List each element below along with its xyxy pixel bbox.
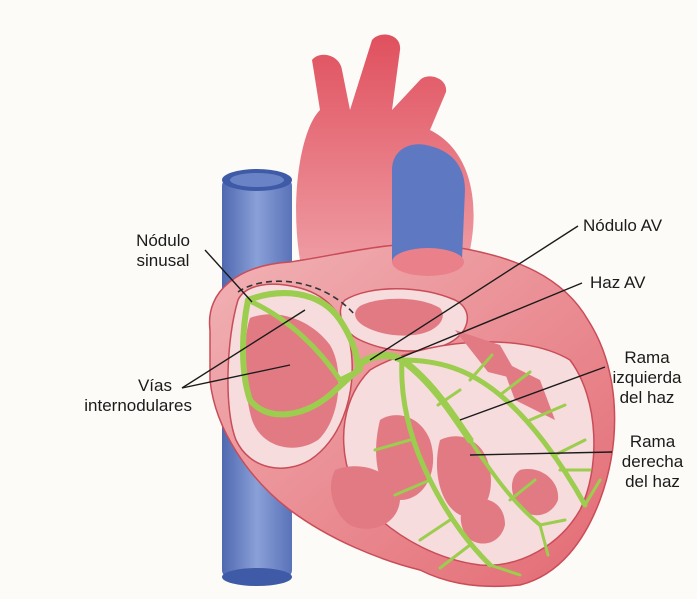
label-line: izquierda (602, 368, 692, 388)
label-line: del haz (602, 388, 692, 408)
label-line: Nódulo (118, 231, 208, 251)
label-vias-internodulares: Vías internodulares (72, 376, 192, 416)
label-line: sinusal (118, 251, 208, 271)
label-line: Vías (72, 376, 192, 396)
label-line: derecha (610, 452, 695, 472)
label-haz-av: Haz AV (590, 273, 645, 293)
label-nodulo-av: Nódulo AV (583, 216, 662, 236)
label-line: internodulares (72, 396, 192, 416)
pulmonary-trunk (392, 144, 465, 276)
label-rama-derecha: Rama derecha del haz (610, 432, 695, 492)
label-line: Rama (610, 432, 695, 452)
label-nodulo-sinusal: Nódulo sinusal (118, 231, 208, 271)
label-line: del haz (610, 472, 695, 492)
label-rama-izquierda: Rama izquierda del haz (602, 348, 692, 408)
label-line: Rama (602, 348, 692, 368)
